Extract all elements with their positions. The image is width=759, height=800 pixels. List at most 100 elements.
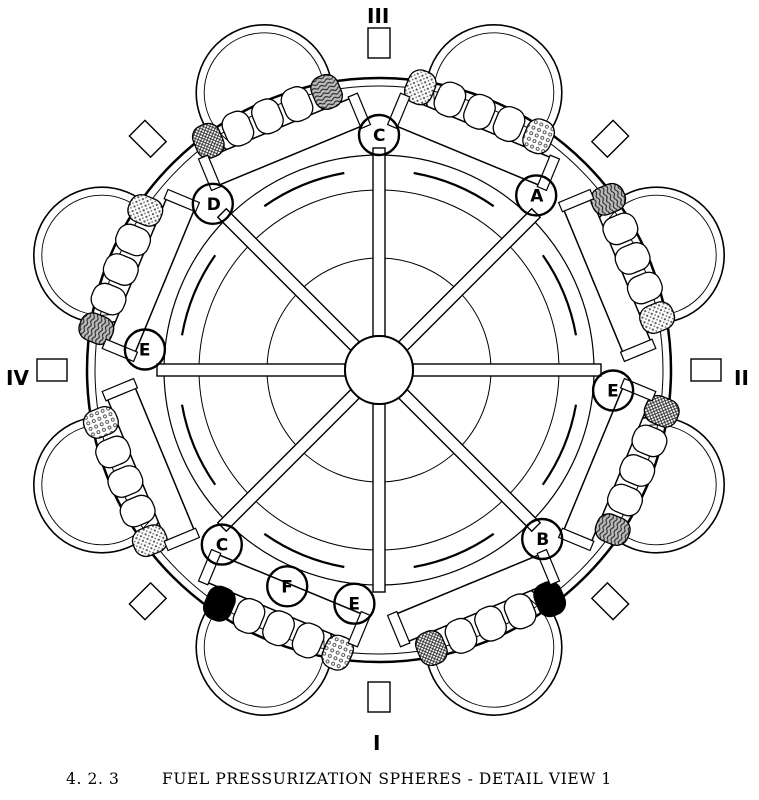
- tank-sphere: [474, 605, 507, 642]
- callout-label: C: [373, 126, 385, 146]
- plumbing-arc: [263, 532, 345, 569]
- marker-box: [367, 27, 391, 59]
- tank-endcap: [197, 154, 222, 192]
- tank-sphere: [119, 494, 156, 528]
- plumbing-arc: [180, 404, 217, 486]
- tank-sphere: [614, 242, 651, 275]
- spoke: [412, 363, 602, 377]
- tank-sphere: [232, 597, 266, 634]
- tank-sphere: [522, 118, 555, 155]
- tank-endcap: [163, 527, 201, 552]
- tank-assembly: [557, 377, 680, 552]
- figure-caption: 4. 2. 3 FUEL PRESSURIZATION SPHERES - DE…: [0, 770, 759, 796]
- figure-number: 4. 2. 3: [66, 770, 120, 788]
- spoke: [372, 403, 386, 593]
- outer-ring: [85, 76, 673, 664]
- spoke-bar: [397, 207, 542, 352]
- spoke: [156, 363, 346, 377]
- quadrant-marker: [690, 358, 722, 382]
- quadrant-marker: [590, 119, 630, 159]
- pressurization-tanks: [78, 69, 680, 671]
- tank-assembly: [386, 69, 561, 192]
- tank-sphere: [127, 194, 164, 227]
- callout-label: E: [607, 382, 619, 402]
- callout-ring: [333, 582, 376, 625]
- tank-endcap: [101, 338, 139, 363]
- quadrant-marker: [128, 581, 168, 621]
- tank-sphere: [102, 253, 139, 286]
- tank-sphere: [191, 122, 225, 159]
- tank-sphere: [444, 617, 478, 654]
- tank-sphere: [590, 182, 627, 216]
- plumbing-lines: [180, 171, 578, 569]
- tank-sphere: [433, 81, 467, 118]
- tank-sphere: [403, 69, 437, 106]
- quadrant-marker: [367, 681, 391, 713]
- tank-sphere: [594, 513, 631, 546]
- tank-endcap: [163, 188, 201, 213]
- spoke: [216, 388, 361, 533]
- spoke: [397, 207, 542, 352]
- spoke-bar: [372, 403, 386, 593]
- quadrant-label-left: IV: [6, 366, 29, 390]
- callout-label: E: [139, 341, 151, 361]
- marker-box: [590, 119, 630, 159]
- tank-sphere: [643, 394, 680, 428]
- spoke-bar: [216, 207, 361, 352]
- plumbing-arc: [263, 171, 345, 208]
- tank-endcap: [386, 610, 411, 648]
- marker-box: [128, 581, 168, 621]
- tank-sphere: [95, 435, 132, 469]
- spoke: [216, 207, 361, 352]
- callout-ring: [191, 182, 235, 226]
- spoke: [397, 388, 542, 533]
- tank-endcap: [619, 377, 657, 402]
- tank-assembly: [82, 377, 201, 558]
- callout-label: A: [530, 186, 544, 206]
- tank-endcap: [619, 338, 657, 363]
- tank-sphere: [78, 312, 115, 346]
- callout-label: C: [216, 536, 228, 556]
- spoke-bar: [412, 363, 602, 377]
- tank-sphere: [280, 86, 314, 123]
- tank-sphere: [291, 622, 325, 659]
- tank-assembly: [191, 73, 372, 192]
- quadrant-marker: [590, 581, 630, 621]
- tank-endcap: [557, 188, 595, 213]
- spoke: [372, 147, 386, 337]
- spokes: [156, 147, 602, 593]
- plumbing-arc: [541, 404, 578, 486]
- tank-sphere: [606, 483, 643, 517]
- spoke-bar: [372, 147, 386, 337]
- tank-sphere: [626, 271, 663, 305]
- callout-label: E: [348, 595, 360, 615]
- quadrant-label-right: II: [734, 366, 749, 390]
- spoke-bar: [397, 388, 542, 533]
- tank-sphere: [203, 585, 236, 622]
- tank-sphere: [639, 301, 676, 334]
- tank-sphere: [602, 212, 639, 246]
- tank-endcap: [536, 154, 561, 192]
- tank-endcap: [197, 548, 222, 586]
- plumbing-arc: [541, 254, 578, 336]
- tank-sphere: [321, 634, 355, 671]
- plumbing-arc: [180, 254, 217, 336]
- callout-label: F: [281, 577, 293, 597]
- tank-assembly: [386, 548, 567, 667]
- tank-sphere: [90, 282, 127, 316]
- quadrant-label-top: III: [367, 4, 389, 28]
- callout-ring: [200, 523, 244, 566]
- quadrant-marker: [128, 119, 168, 159]
- spoke-bar: [216, 388, 361, 533]
- marker-box: [690, 358, 722, 382]
- center-hub: [344, 335, 414, 405]
- callout-ring: [123, 328, 167, 371]
- spoke-bar: [156, 363, 346, 377]
- tank-endcap: [101, 377, 139, 402]
- tank-sphere: [82, 406, 119, 439]
- plumbing-arc: [413, 171, 495, 208]
- tank-sphere: [503, 593, 537, 630]
- tank-sphere: [221, 110, 255, 147]
- quadrant-markers: [36, 27, 722, 713]
